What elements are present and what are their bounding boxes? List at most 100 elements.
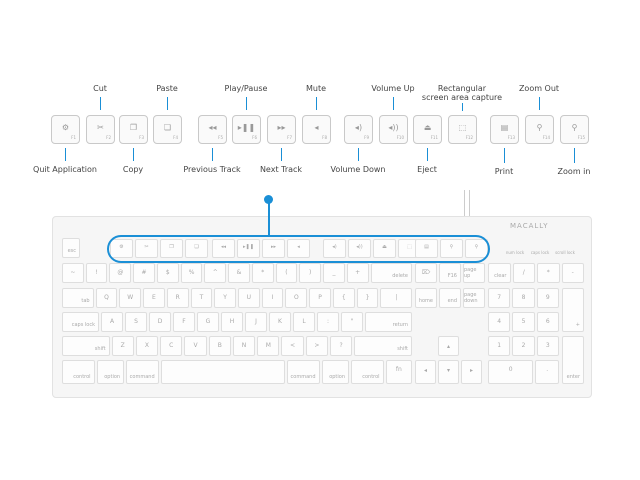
key-a[interactable]: A	[101, 312, 123, 332]
key-shift[interactable]: shift	[62, 336, 110, 356]
function-key-11[interactable]: ⏏	[373, 239, 396, 258]
key-9[interactable]: 9	[536, 288, 559, 308]
key-n[interactable]: N	[232, 336, 256, 356]
key--[interactable]: /	[512, 263, 535, 283]
key--[interactable]: }	[356, 288, 379, 308]
key-s[interactable]: S	[125, 312, 147, 332]
function-key-4[interactable]: ❏	[185, 239, 208, 258]
key-z[interactable]: Z	[111, 336, 134, 356]
key-page-down[interactable]: page down	[463, 288, 485, 308]
key--[interactable]: -	[561, 263, 584, 283]
key-h[interactable]: H	[221, 312, 243, 332]
key-return[interactable]: return	[365, 312, 412, 332]
key-7[interactable]: 7	[488, 288, 511, 308]
key--[interactable]: )	[299, 263, 322, 283]
key--[interactable]: (	[275, 263, 298, 283]
key-command[interactable]: command	[286, 360, 320, 384]
function-key-13[interactable]: ▤	[415, 239, 438, 258]
arrow-key[interactable]: ◂	[415, 360, 436, 384]
key-home[interactable]: home	[415, 288, 437, 308]
key--[interactable]: {	[332, 288, 355, 308]
key-tab[interactable]: tab	[62, 288, 94, 308]
key--[interactable]: %	[180, 263, 203, 283]
key-t[interactable]: T	[190, 288, 213, 308]
numpad-enter[interactable]: enter	[562, 336, 584, 384]
function-key-8[interactable]: ◂	[287, 239, 310, 258]
key-control[interactable]: control	[62, 360, 95, 384]
key-space[interactable]	[160, 360, 285, 384]
key-u[interactable]: U	[238, 288, 260, 308]
key--[interactable]: $	[156, 263, 179, 283]
arrow-key[interactable]: ▾	[438, 360, 459, 384]
key--[interactable]: "	[341, 312, 363, 332]
key-3[interactable]: 3	[536, 336, 559, 356]
key--[interactable]: .	[535, 360, 559, 384]
key--[interactable]: *	[537, 263, 560, 283]
key--[interactable]: !	[85, 263, 108, 283]
key--[interactable]: ?	[329, 336, 353, 356]
key--[interactable]: _	[323, 263, 345, 283]
key-command[interactable]: command	[126, 360, 159, 384]
key--[interactable]: @	[109, 263, 132, 283]
key-j[interactable]: J	[245, 312, 267, 332]
key-clear[interactable]: clear	[488, 263, 511, 283]
key-r[interactable]: R	[166, 288, 189, 308]
key--[interactable]: &	[228, 263, 250, 283]
key-page-up[interactable]: page up	[463, 263, 485, 283]
key--[interactable]: |	[380, 288, 412, 308]
function-key-10[interactable]: ◂))	[348, 239, 371, 258]
key-0[interactable]: 0	[488, 360, 534, 384]
key--[interactable]: ^	[204, 263, 227, 283]
key-f16[interactable]: F16	[439, 263, 461, 283]
key-shift[interactable]: shift	[354, 336, 412, 356]
key-p[interactable]: P	[309, 288, 331, 308]
key-caps-lock[interactable]: caps lock	[62, 312, 99, 332]
key--[interactable]: +	[346, 263, 369, 283]
key-d[interactable]: D	[149, 312, 171, 332]
key-e[interactable]: E	[143, 288, 165, 308]
arrow-key[interactable]: ▴	[438, 336, 459, 356]
key-g[interactable]: G	[197, 312, 219, 332]
key-x[interactable]: X	[135, 336, 159, 356]
function-key-7[interactable]: ▸▸	[262, 239, 285, 258]
key-i[interactable]: I	[261, 288, 284, 308]
key--[interactable]: <	[281, 336, 304, 356]
key-b[interactable]: B	[208, 336, 231, 356]
numpad-+[interactable]: +	[562, 288, 584, 332]
key-f[interactable]: F	[173, 312, 195, 332]
function-key-14[interactable]: ⚲	[440, 239, 463, 258]
key-q[interactable]: Q	[95, 288, 118, 308]
key-v[interactable]: V	[184, 336, 207, 356]
key-m[interactable]: M	[257, 336, 280, 356]
key-c[interactable]: C	[160, 336, 183, 356]
arrow-key[interactable]: ▸	[461, 360, 482, 384]
key--[interactable]: ⌦	[415, 263, 437, 283]
key-5[interactable]: 5	[512, 312, 535, 332]
key-end[interactable]: end	[439, 288, 461, 308]
key--[interactable]: #	[133, 263, 155, 283]
key-4[interactable]: 4	[488, 312, 511, 332]
key-option[interactable]: option	[96, 360, 125, 384]
key-l[interactable]: L	[293, 312, 315, 332]
key-w[interactable]: W	[119, 288, 142, 308]
function-key-3[interactable]: ❐	[160, 239, 183, 258]
key-delete[interactable]: delete	[370, 263, 413, 283]
function-key-9[interactable]: ◂)	[323, 239, 346, 258]
key-2[interactable]: 2	[512, 336, 535, 356]
key-1[interactable]: 1	[488, 336, 511, 356]
function-key-6[interactable]: ▸❚❚	[237, 239, 260, 258]
key--[interactable]: ~	[62, 263, 84, 283]
key-y[interactable]: Y	[214, 288, 236, 308]
key--[interactable]: *	[251, 263, 274, 283]
function-key-5[interactable]: ◂◂	[212, 239, 235, 258]
key-8[interactable]: 8	[512, 288, 535, 308]
key-esc[interactable]: esc	[62, 238, 80, 258]
key-k[interactable]: K	[269, 312, 291, 332]
key-option[interactable]: option	[321, 360, 349, 384]
key-6[interactable]: 6	[536, 312, 559, 332]
key-fn[interactable]: fn	[385, 360, 413, 384]
key-o[interactable]: O	[285, 288, 308, 308]
key--[interactable]: >	[305, 336, 328, 356]
key--[interactable]: :	[317, 312, 339, 332]
key-control[interactable]: control	[351, 360, 384, 384]
